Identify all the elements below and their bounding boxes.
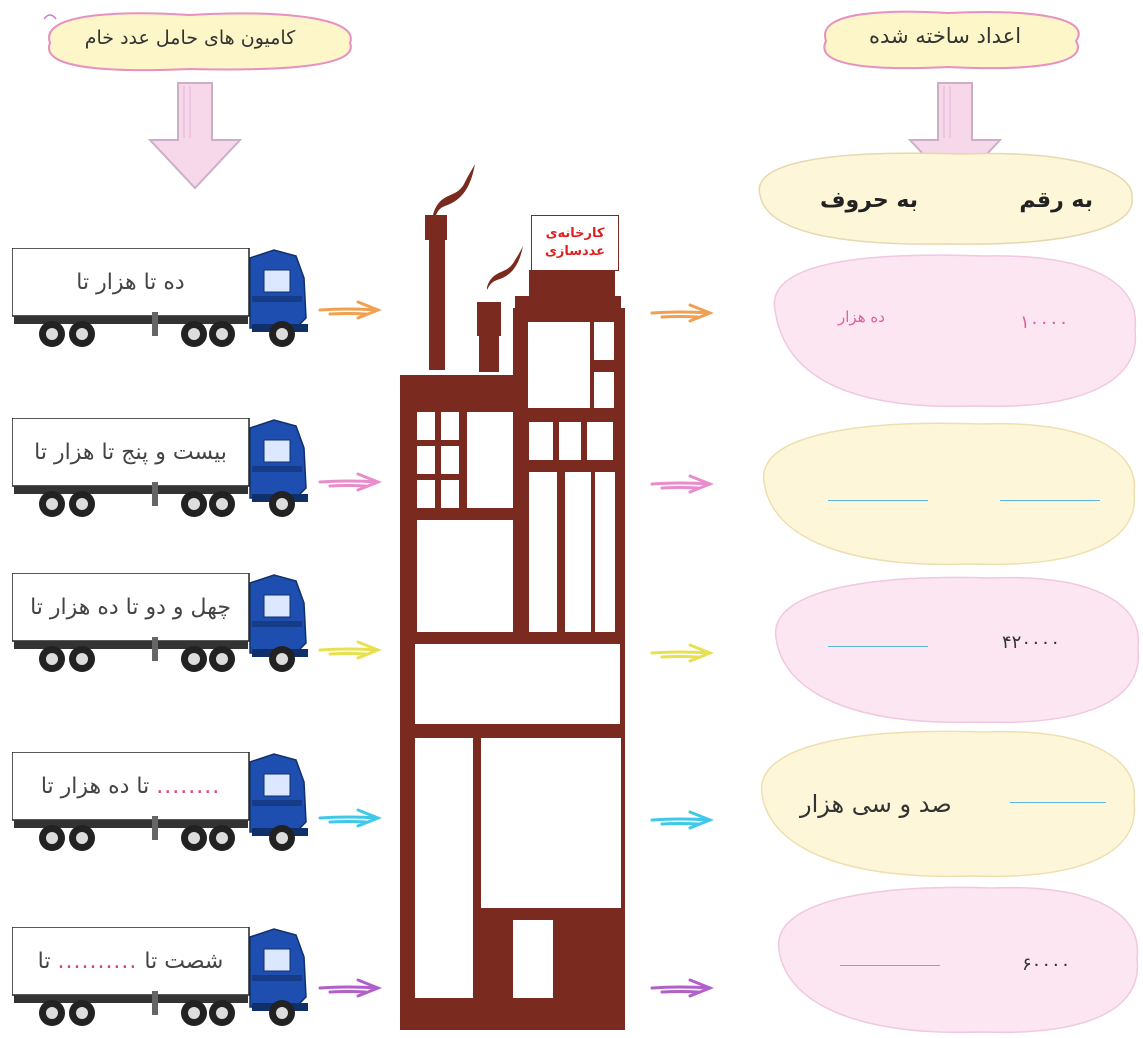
arrow-in-5	[318, 978, 380, 998]
arrow-in-3	[318, 640, 380, 660]
left-cloud-label: کامیون های حامل عدد خام	[84, 27, 296, 49]
arrow-out-5	[650, 978, 712, 998]
result-blob-3	[775, 576, 1140, 724]
left-cloud	[43, 12, 352, 72]
arrow-in-2	[318, 472, 380, 492]
truck-3-text: چهل و دو تا ده هزار تا	[30, 594, 231, 620]
arrow-in-1	[318, 300, 380, 320]
result-3-digits: ۴۲۰۰۰۰	[1002, 632, 1061, 653]
factory-sign-line2: عددسازی	[544, 244, 606, 259]
words-column-label: به حروف	[819, 188, 918, 213]
result-3-words-blank[interactable]	[828, 646, 928, 647]
arrow-out-2	[650, 474, 712, 494]
truck-2-text: بیست و پنج تا هزار تا	[34, 439, 227, 465]
result-2-digits-blank[interactable]	[1000, 500, 1100, 501]
column-header-blob	[758, 152, 1133, 245]
digits-column-label: به رقم	[1019, 188, 1093, 213]
result-blob-4	[761, 730, 1136, 878]
result-blob-2	[763, 422, 1136, 566]
result-5-digits: ۶۰۰۰۰	[1022, 954, 1071, 975]
result-blob-5	[778, 886, 1139, 1034]
result-4-words: صد و سی هزار	[800, 790, 952, 818]
factory-sign-line1: کارخانه‌ی	[545, 226, 605, 241]
result-5-words-blank[interactable]	[840, 965, 940, 966]
truck-5-text: شصت تا .......... تا	[37, 948, 224, 974]
factory-building	[400, 164, 625, 1030]
result-1-words: ده هزار	[838, 308, 885, 326]
right-cloud	[823, 10, 1080, 70]
arrow-out-1	[650, 303, 712, 323]
arrow-out-3	[650, 643, 712, 663]
result-4-digits-blank[interactable]	[1010, 802, 1106, 803]
arrow-out-4	[650, 810, 712, 830]
right-cloud-label: اعداد ساخته شده	[868, 24, 1022, 48]
result-blob-1	[773, 254, 1137, 408]
truck-4-text: ........ تا ده هزار تا	[40, 773, 221, 799]
result-1-digits: ۱۰۰۰۰	[1020, 312, 1069, 333]
arrow-in-4	[318, 808, 380, 828]
factory-sign: کارخانه‌ی عددسازی	[531, 215, 619, 271]
result-2-words-blank[interactable]	[828, 500, 928, 501]
down-arrow-icon	[147, 82, 243, 190]
truck-1-text: ده تا هزار تا	[76, 269, 185, 295]
